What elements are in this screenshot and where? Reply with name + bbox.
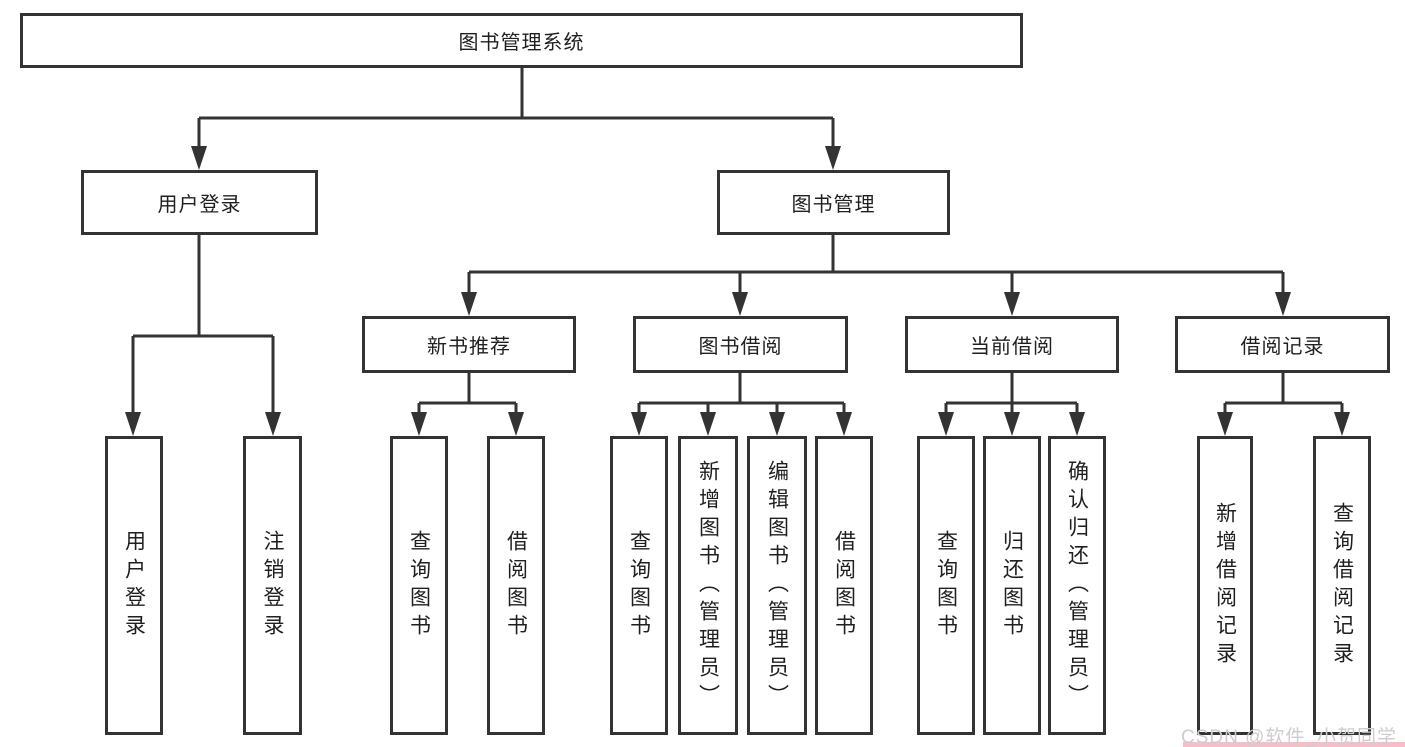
leaf-label: 查询图书 [934,529,958,642]
node-label: 当前借阅 [970,336,1054,358]
leaf-label: 查询图书 [627,529,651,642]
leaf-add-borrow-record: 新增借阅记录 [1197,436,1253,735]
leaf-query-books: 查询图书 [390,436,448,735]
leaf-label: 借阅图书 [832,529,856,642]
leaf-label: 编辑图书（管理员） [765,459,789,712]
leaf-logout: 注销登录 [243,436,302,735]
node-user-login: 用户登录 [81,170,318,235]
node-label: 新书推荐 [427,336,511,358]
leaf-add-books-admin: 新增图书（管理员） [678,436,738,735]
leaf-label: 借阅图书 [504,529,528,642]
leaf-return-books: 归还图书 [983,436,1041,735]
node-current-borrowing: 当前借阅 [905,316,1119,373]
node-label: 图书管理系统 [458,32,585,54]
node-label: 借阅记录 [1240,336,1325,358]
leaf-label: 新增图书（管理员） [696,459,720,712]
node-book-borrowing: 图书借阅 [633,316,848,373]
leaf-label: 新增借阅记录 [1213,501,1237,670]
leaf-label: 注销登录 [261,529,284,642]
leaf-label: 查询图书 [407,529,431,642]
leaf-query-books: 查询图书 [610,436,668,735]
node-label: 图书借阅 [698,336,783,358]
leaf-label: 确认归还（管理员） [1065,459,1089,712]
watermark-text: CSDN @软件_小贺同学 [1181,727,1397,747]
node-borrowing-records: 借阅记录 [1175,316,1390,373]
leaf-user-login: 用户登录 [105,436,163,735]
leaf-label: 查询借阅记录 [1330,501,1354,670]
node-new-book-recommendation: 新书推荐 [362,316,576,373]
leaf-query-borrow-record: 查询借阅记录 [1313,436,1371,735]
leaf-confirm-return-admin: 确认归还（管理员） [1048,436,1106,735]
leaf-label: 归还图书 [1000,529,1024,642]
node-library-management-system: 图书管理系统 [20,13,1023,68]
node-book-management: 图书管理 [717,170,950,235]
leaf-borrow-books: 借阅图书 [815,436,873,735]
node-label: 图书管理 [791,194,876,216]
leaf-label: 用户登录 [122,529,146,642]
watermark-accent-strip [1183,742,1405,747]
leaf-edit-books-admin: 编辑图书（管理员） [747,436,807,735]
leaf-query-books: 查询图书 [917,436,975,735]
arrowheads [125,146,1350,436]
leaf-borrow-books: 借阅图书 [487,436,545,735]
node-label: 用户登录 [157,194,242,216]
